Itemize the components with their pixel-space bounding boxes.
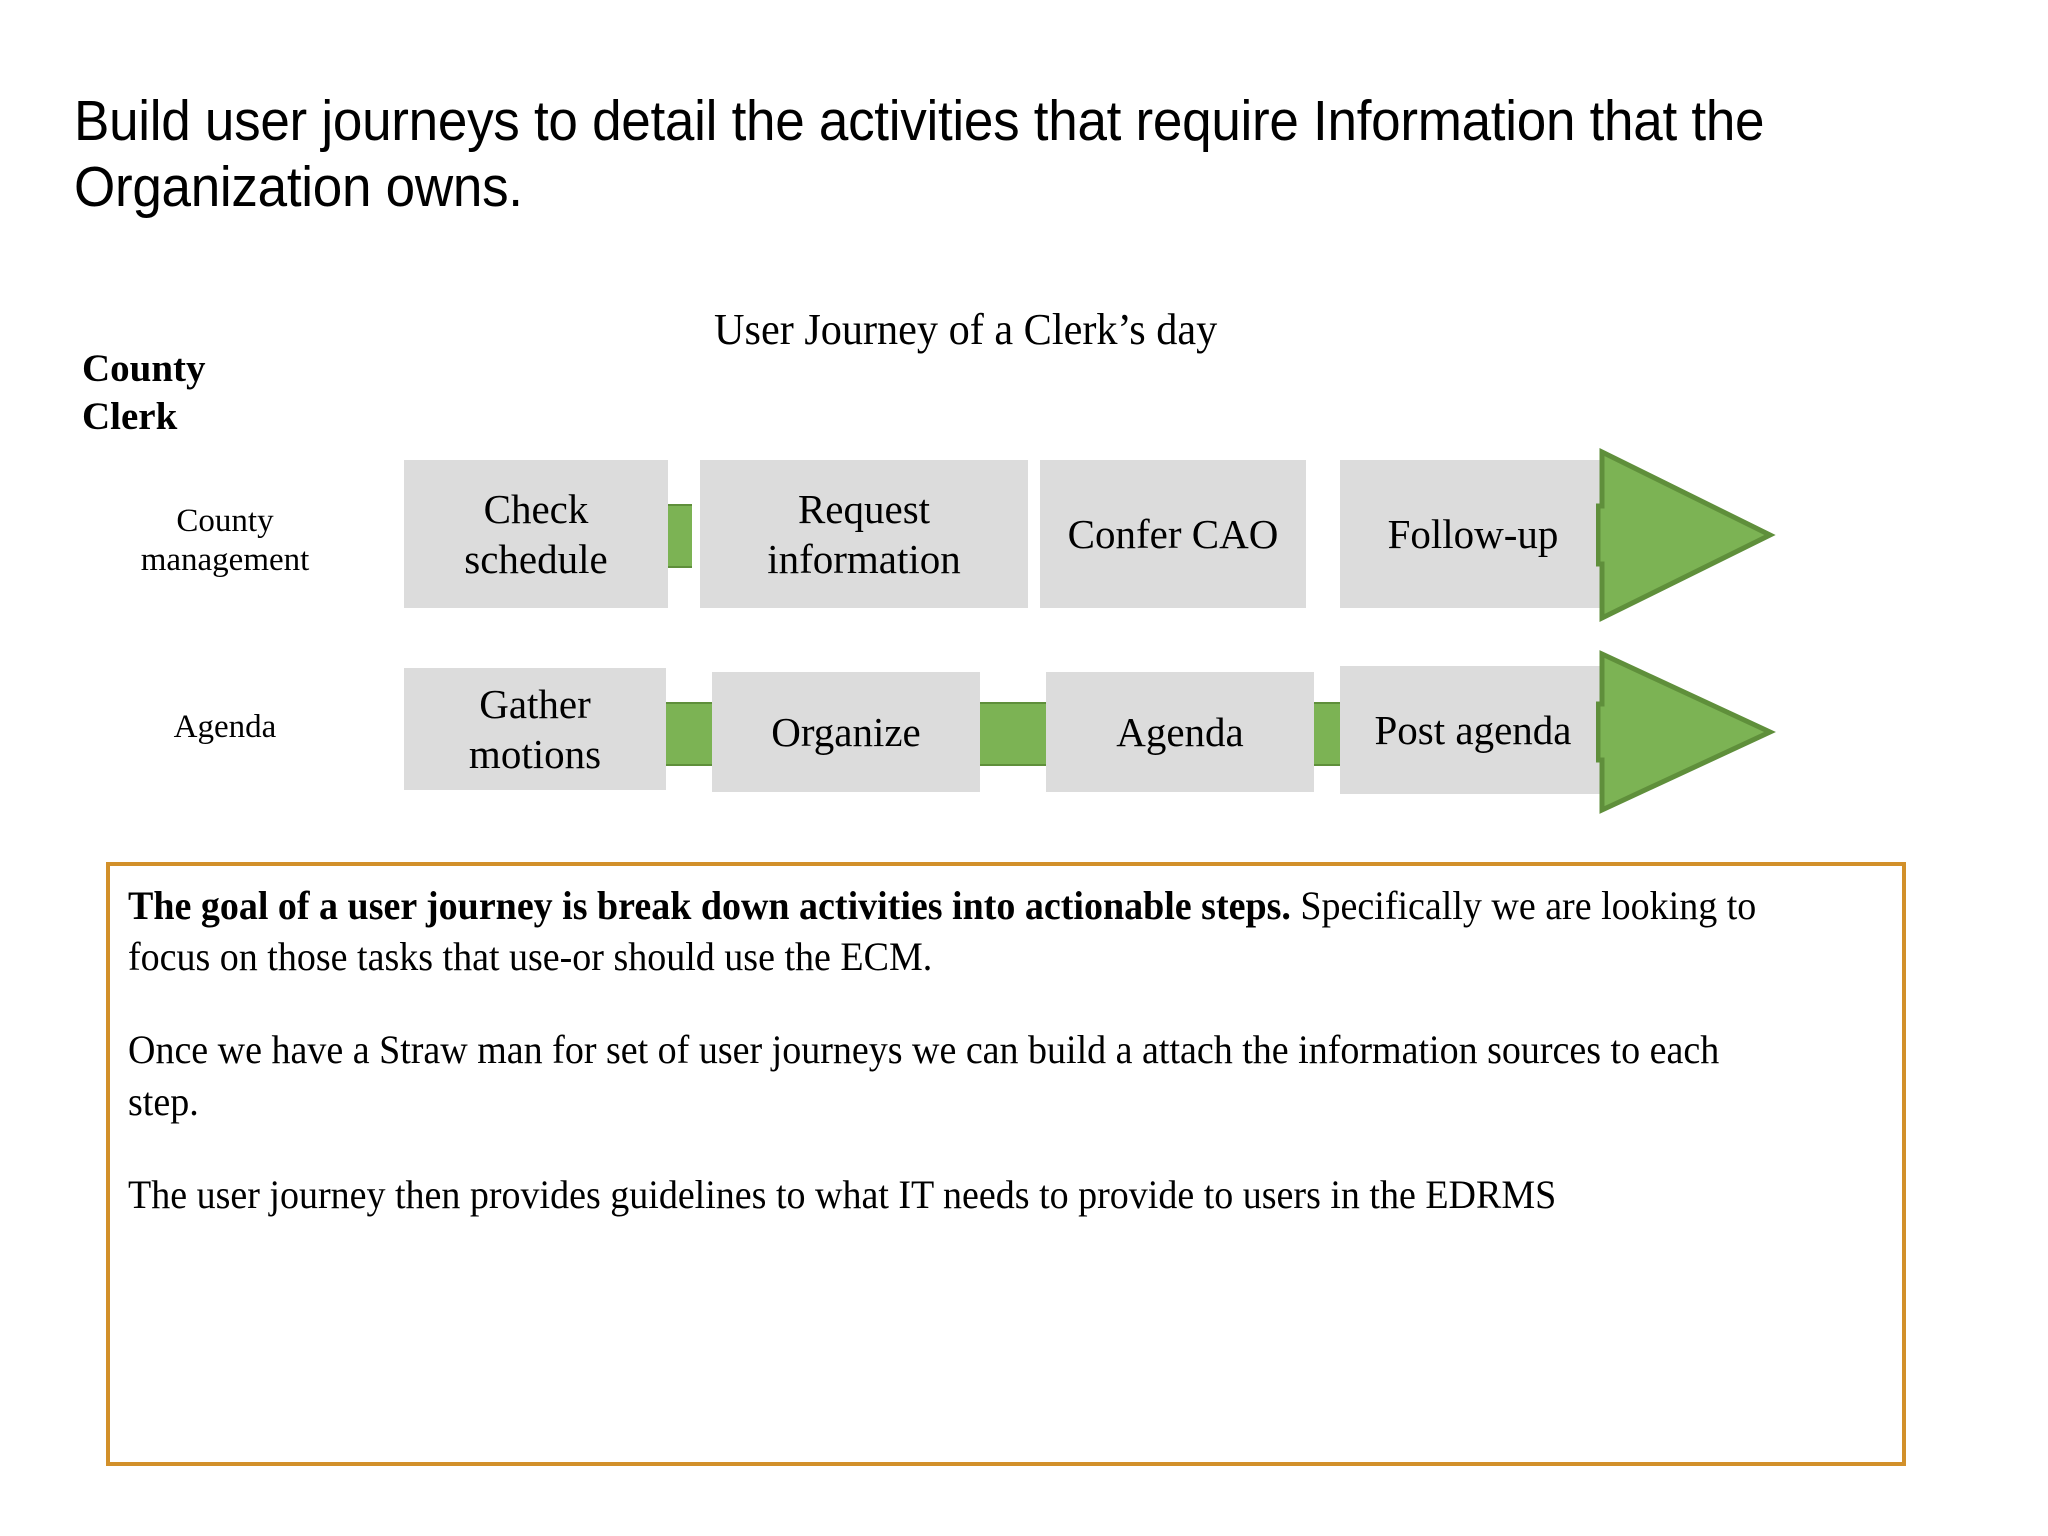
role-label-county-clerk: County Clerk — [82, 347, 206, 438]
swimlane-label-line-1: County — [176, 503, 274, 539]
swimlane-label-line-2: management — [140, 541, 310, 578]
swimlane-county-management: County management Check schedule Request… — [0, 447, 2048, 623]
swimlane-label-county-management: County management — [80, 502, 370, 580]
callout-paragraph-3: The user journey then provides guideline… — [128, 1171, 1557, 1217]
callout-box: The goal of a user journey is break down… — [106, 862, 1906, 1466]
callout-paragraph-2: Once we have a Straw man for set of user… — [128, 1027, 1720, 1124]
step-confer-cao[interactable]: Confer CAO — [1040, 460, 1306, 608]
step-follow-up[interactable]: Follow-up — [1340, 460, 1606, 608]
swimlane-label-agenda: Agenda — [80, 708, 370, 747]
step-gather-motions[interactable]: Gather motions — [404, 668, 666, 790]
page-title: Build user journeys to detail the activi… — [74, 89, 1765, 220]
callout-spacer-1 — [128, 982, 1796, 1024]
callout-paragraph-1: The goal of a user journey is break down… — [128, 880, 1796, 982]
step-agenda[interactable]: Agenda — [1046, 672, 1314, 792]
swimlane-label-line-1: Agenda — [173, 709, 277, 745]
step-organize[interactable]: Organize — [712, 672, 980, 792]
journey-heading: User Journey of a Clerk’s day — [714, 305, 1218, 354]
step-post-agenda[interactable]: Post agenda — [1340, 666, 1606, 794]
swimlane-agenda: Agenda Gather motions Organize Agenda Po… — [0, 650, 2048, 814]
callout-lead-sentence: The goal of a user journey is break down… — [128, 883, 1291, 928]
callout-lead-rest: Specifically we are looking to focus on … — [128, 883, 1757, 980]
step-check-schedule[interactable]: Check schedule — [404, 460, 668, 608]
callout-spacer-2 — [128, 1127, 1796, 1169]
step-request-information[interactable]: Request information — [700, 460, 1028, 608]
